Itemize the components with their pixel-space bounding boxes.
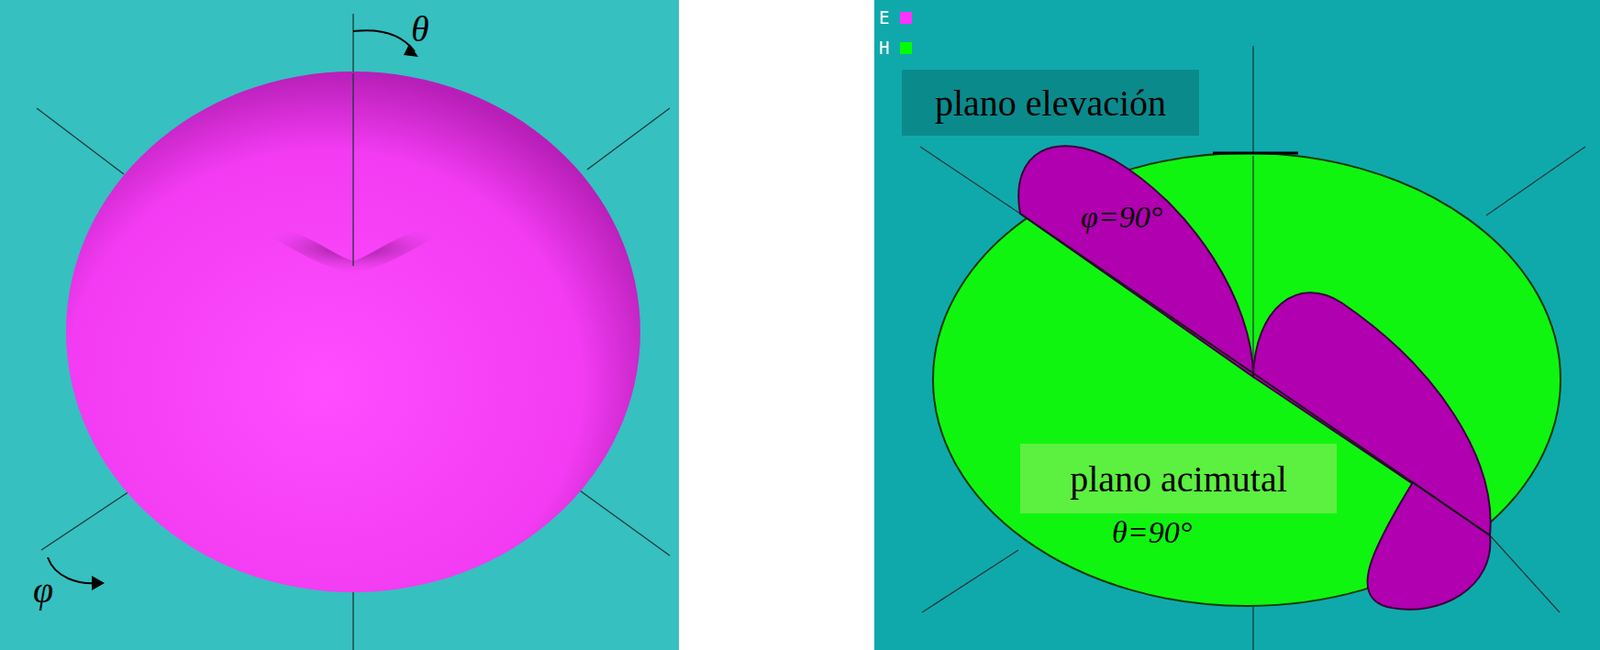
node-text: plano acimutal xyxy=(1069,457,1288,501)
plane-angle: φ=90° xyxy=(1080,200,1163,235)
axis-label: φ xyxy=(33,568,54,612)
plane-angle: θ=90° xyxy=(1111,515,1192,551)
plane-label-box: plano acimutal xyxy=(1020,444,1337,514)
legend-swatch xyxy=(900,11,912,24)
e-plane-pattern xyxy=(1018,145,1490,610)
legend-text: E xyxy=(878,7,889,28)
legend-text: H xyxy=(878,37,889,58)
plane-label-box: plano elevación xyxy=(901,69,1200,136)
axis-label: θ xyxy=(411,7,430,51)
legend-swatch xyxy=(900,42,912,55)
torus-pattern xyxy=(66,71,641,593)
panel-ground xyxy=(874,0,1600,650)
panel-ground xyxy=(0,0,679,650)
node-text: plano elevación xyxy=(934,81,1167,125)
